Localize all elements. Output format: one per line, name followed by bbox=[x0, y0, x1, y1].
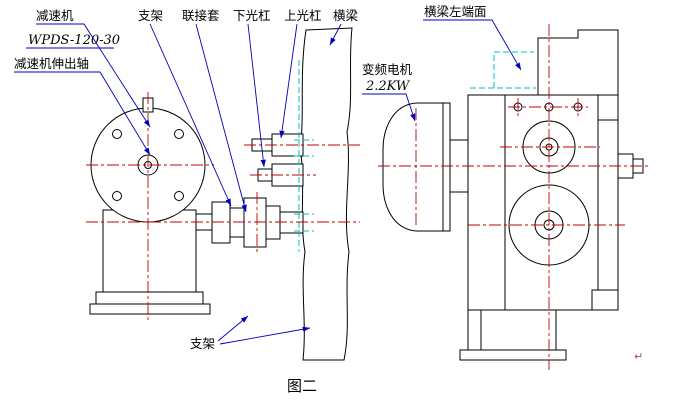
coupling-sleeve-body bbox=[243, 197, 267, 248]
centerlines bbox=[86, 24, 648, 370]
label-reducer-model: WPDS-120-30 bbox=[28, 33, 120, 48]
label-bracket-bottom: 支架 bbox=[190, 336, 215, 351]
coupling-assembly bbox=[195, 197, 304, 248]
leader-coupling bbox=[195, 23, 247, 213]
leader-reducer bbox=[36, 23, 151, 128]
leader-crossbeam-end bbox=[423, 19, 522, 71]
reducer-base-step bbox=[95, 291, 204, 305]
label-reducer-output-shaft: 减速机伸出轴 bbox=[14, 56, 89, 71]
outline-geometry bbox=[89, 27, 644, 361]
bolt-hole bbox=[174, 191, 184, 201]
label-reducer: 减速机 bbox=[36, 8, 74, 23]
leader-output-shaft bbox=[14, 71, 151, 156]
leader-upper-rod bbox=[279, 23, 298, 139]
figure-caption: 图二 bbox=[287, 377, 317, 395]
label-coupling-sleeve: 联接套 bbox=[182, 8, 220, 23]
gearbox-foot bbox=[591, 289, 619, 311]
leader-lines bbox=[14, 19, 522, 345]
crossbeam-shape bbox=[299, 27, 353, 361]
labels: 减速机 WPDS-120-30 减速机伸出轴 支架 联接套 下光杠 上光杠 横梁… bbox=[14, 4, 643, 395]
bolt-hole bbox=[174, 129, 184, 139]
label-motor-power: 2.2KW bbox=[365, 79, 411, 94]
leader-bracket-bottom-1 bbox=[217, 315, 249, 342]
bolt-hole bbox=[112, 129, 122, 139]
motor-body bbox=[382, 102, 469, 232]
label-bracket-top: 支架 bbox=[138, 8, 163, 23]
crossbeam-end-top-block bbox=[537, 29, 619, 96]
leader-bracket-bottom-2 bbox=[219, 326, 311, 345]
label-motor: 变频电机 bbox=[362, 62, 413, 77]
reducer-front-view bbox=[89, 97, 211, 315]
hidden-lines bbox=[294, 51, 536, 252]
leader-bracket-top bbox=[149, 23, 232, 207]
paragraph-mark: ↵ bbox=[634, 350, 643, 363]
reducer-body bbox=[102, 209, 197, 293]
gearbox-assembly bbox=[459, 29, 644, 361]
gearbox-base bbox=[467, 309, 557, 351]
leader-motor bbox=[362, 93, 416, 122]
gearbox-base-plate bbox=[459, 349, 567, 361]
label-crossbeam-left-end-face: 横梁左端面 bbox=[424, 4, 487, 19]
gearbox-housing bbox=[467, 94, 619, 311]
label-lower-rod: 下光杠 bbox=[233, 8, 271, 23]
label-upper-rod: 上光杠 bbox=[284, 8, 322, 23]
reducer-base-plate bbox=[89, 303, 211, 315]
leader-lower-rod bbox=[247, 23, 266, 168]
label-crossbeam: 横梁 bbox=[333, 8, 359, 23]
leader-crossbeam bbox=[329, 23, 342, 46]
bolt-hole bbox=[112, 191, 122, 201]
